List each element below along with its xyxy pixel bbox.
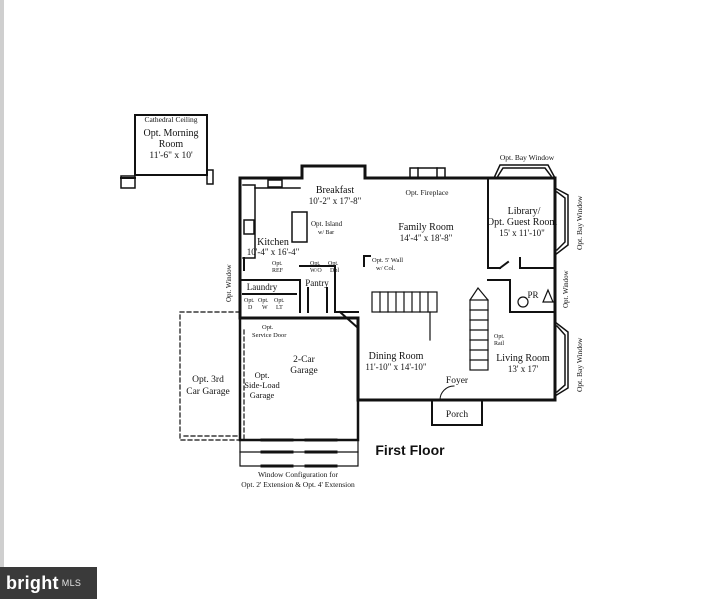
small-w: W	[262, 305, 268, 311]
foyer-staircase	[469, 286, 489, 371]
small-opt-9: Opt.	[274, 298, 285, 304]
laundry-label: Laundry	[247, 282, 278, 292]
bay-window-library-label: Opt. Bay Window	[575, 195, 584, 250]
family-room-name: Family Room	[398, 222, 454, 233]
pr-toilet	[542, 288, 554, 303]
family-room-dims: 14'-4" x 18'-8"	[400, 233, 453, 243]
small-ref-2: REF	[272, 268, 284, 274]
service-door-label-1: Opt.	[262, 324, 274, 331]
optional-wall	[363, 255, 371, 267]
floor-title: First Floor	[375, 442, 445, 458]
wall-col-label-1: Opt. 5' Wall	[372, 257, 403, 264]
third-garage-2: Car Garage	[186, 387, 230, 397]
side-load-2: Side-Load	[244, 380, 280, 390]
pr-label: PR	[527, 290, 538, 300]
breakfast-dims: 10'-2" x 17'-8"	[309, 196, 362, 206]
living-room-dims: 13' x 17'	[508, 364, 539, 374]
watermark-badge: bright MLS	[0, 567, 97, 599]
rail-label-1: Opt.	[494, 334, 505, 340]
bay-window-living-label: Opt. Bay Window	[575, 337, 584, 392]
dining-room-dims: 11'-10" x 14'-10"	[365, 362, 427, 372]
island-label: Opt. Island	[311, 220, 343, 228]
morning-room-walls	[120, 114, 214, 189]
bay-window-living	[553, 320, 569, 398]
window-laundry-label: Opt. Window	[225, 263, 233, 302]
fireplace-label: Opt. Fireplace	[406, 188, 450, 197]
kitchen-dims: 10'-4" x 16'-4"	[247, 247, 300, 257]
porch-shape	[431, 399, 483, 426]
small-opt-3: Opt.	[310, 261, 321, 267]
living-room-name: Living Room	[496, 353, 550, 364]
front-door-swing	[439, 385, 455, 401]
small-d: D	[248, 305, 253, 311]
dining-room-name: Dining Room	[369, 351, 424, 362]
side-load-1: Opt.	[255, 370, 270, 380]
garage-name-2: Garage	[290, 366, 317, 376]
watermark-brand: bright	[6, 572, 59, 593]
wall-col-label-2: w/ Col.	[376, 265, 396, 272]
window-config-1: Window Configuration for	[258, 470, 339, 479]
bay-window-top-label: Opt. Bay Window	[500, 153, 555, 162]
kitchen-name: Kitchen	[257, 237, 289, 248]
dining-corner	[338, 310, 360, 330]
breakfast-name: Breakfast	[316, 185, 355, 196]
third-garage-outline	[179, 311, 245, 441]
library-dims: 15' x 11'-10"	[499, 228, 545, 238]
bay-window-top	[493, 164, 557, 180]
watermark-suffix: MLS	[61, 578, 82, 588]
fireplace-shape	[409, 167, 446, 179]
front-windows	[370, 176, 542, 402]
left-edge-bar	[0, 0, 4, 599]
island-note: w/ Bar	[318, 230, 334, 236]
main-staircase	[371, 291, 438, 341]
powder-room-walls	[487, 260, 556, 313]
third-garage-1: Opt. 3rd	[192, 375, 224, 385]
morning-room-name-1: Opt. Morning	[144, 128, 199, 139]
service-door-label-2: Service Door	[252, 332, 287, 339]
kitchen-counters	[242, 179, 308, 259]
bay-window-library	[553, 186, 569, 257]
pantry-label: Pantry	[305, 278, 329, 288]
library-walls	[487, 177, 556, 269]
small-opt-8: Opt.	[258, 298, 269, 304]
morning-room-name-2: Room	[159, 139, 184, 150]
pr-sink	[517, 296, 529, 308]
small-opt-7: Opt.	[244, 298, 255, 304]
small-lt: LT	[276, 305, 283, 311]
garage-extension-outline	[239, 438, 359, 468]
rail-label-2: Rail	[494, 341, 504, 347]
foyer-label: Foyer	[446, 376, 469, 386]
small-dbl: Dbl	[330, 268, 339, 274]
morning-room-note: Cathedral Ceiling	[144, 115, 197, 124]
library-name-2: Opt. Guest Room	[487, 217, 558, 228]
window-config-2: Opt. 2' Extension & Opt. 4' Extension	[241, 480, 355, 489]
garage-walls	[238, 316, 360, 442]
side-load-3: Garage	[250, 390, 275, 400]
morning-room-dims: 11'-6" x 10'	[149, 151, 193, 161]
garage-name-1: 2-Car	[293, 355, 315, 365]
small-opt-4: Opt.	[328, 261, 339, 267]
library-name-1: Library/	[508, 206, 541, 217]
window-pr-label-1: Opt. Window	[562, 269, 570, 308]
porch-label: Porch	[446, 410, 468, 420]
laundry-pantry-walls	[239, 257, 359, 313]
small-wo: W/O	[310, 268, 322, 274]
small-ref-1: Opt.	[272, 261, 283, 267]
